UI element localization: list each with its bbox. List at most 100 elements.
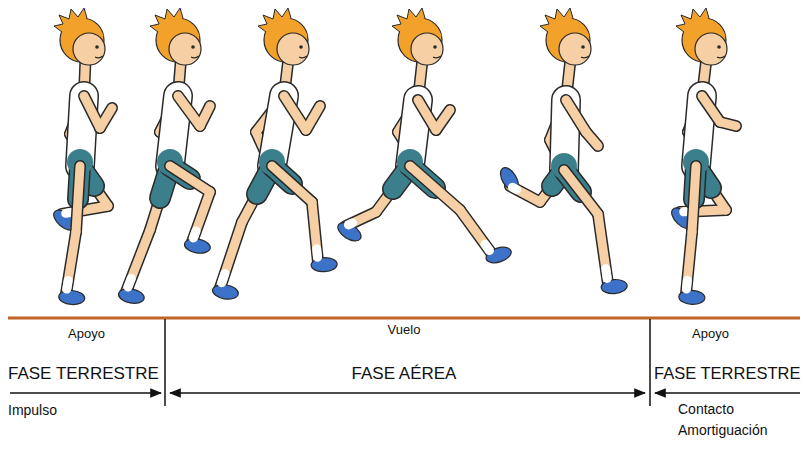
phase-title: FASE AÉREA	[352, 364, 457, 384]
hair	[410, 23, 442, 36]
leg	[272, 166, 312, 202]
leg	[170, 166, 210, 192]
leg	[220, 222, 242, 288]
shoe	[484, 244, 513, 265]
ground-line	[8, 317, 800, 320]
mouth	[95, 56, 103, 58]
arm	[84, 96, 100, 128]
face	[277, 33, 309, 65]
arm	[178, 96, 200, 126]
leg	[312, 202, 318, 262]
leg	[680, 210, 726, 212]
sock	[193, 231, 196, 238]
sock	[312, 249, 322, 257]
arm	[702, 96, 720, 122]
arm	[566, 100, 586, 132]
arm	[100, 108, 112, 128]
eye	[717, 45, 721, 49]
runner	[668, 8, 736, 305]
leg	[564, 170, 598, 214]
leg	[220, 222, 242, 288]
phase-note: Contacto	[678, 401, 734, 418]
sock	[348, 223, 352, 225]
arm	[720, 122, 736, 126]
leg	[686, 232, 692, 294]
leg	[76, 166, 80, 232]
arm	[418, 100, 436, 130]
hair	[168, 23, 200, 36]
phase-divider	[164, 319, 166, 406]
face	[73, 33, 105, 65]
hair	[276, 23, 308, 36]
leg	[598, 214, 608, 284]
mouth	[717, 56, 725, 58]
eye	[299, 45, 303, 49]
sock	[485, 244, 489, 250]
shoe	[335, 219, 364, 245]
runner	[335, 8, 513, 266]
arm	[702, 96, 720, 122]
runner	[50, 8, 112, 305]
arm	[586, 132, 598, 146]
leg	[66, 232, 76, 294]
hair	[558, 23, 590, 36]
leg	[272, 166, 312, 202]
shoe	[211, 283, 239, 301]
arm	[100, 108, 112, 128]
phase-label: Apoyo	[68, 326, 105, 342]
leg	[460, 210, 492, 254]
phase-arrow	[170, 392, 645, 394]
arm	[178, 96, 200, 126]
arm	[720, 122, 736, 126]
leg	[460, 210, 492, 254]
arm	[200, 106, 210, 126]
mouth	[191, 56, 199, 58]
phase-divider	[649, 319, 651, 406]
arm	[306, 106, 320, 130]
leg	[126, 230, 150, 292]
eye	[581, 45, 585, 49]
phase-note: Amortiguación	[678, 422, 768, 439]
hair	[72, 23, 104, 36]
leg	[170, 166, 210, 192]
arm	[436, 110, 450, 130]
runner	[211, 8, 337, 301]
leg	[346, 212, 376, 226]
sock	[222, 273, 225, 282]
leg	[192, 192, 210, 242]
arm	[284, 96, 306, 130]
leg	[410, 166, 460, 210]
face	[411, 33, 443, 65]
runner	[497, 8, 628, 294]
eye	[191, 45, 195, 49]
arm	[418, 100, 436, 130]
sock	[606, 269, 607, 279]
arm	[306, 106, 320, 130]
phase-title: FASE TERRESTRE	[654, 364, 800, 384]
sock	[512, 187, 516, 189]
leg	[680, 210, 726, 212]
face	[169, 33, 201, 65]
leg	[564, 170, 598, 214]
mouth	[299, 56, 307, 58]
phase-label: Vuelo	[388, 322, 421, 338]
arm	[200, 106, 210, 126]
leg	[192, 192, 210, 242]
eye	[95, 45, 99, 49]
hair	[694, 23, 726, 36]
face	[695, 33, 727, 65]
leg	[510, 186, 540, 202]
arm	[284, 96, 306, 130]
arm	[436, 110, 450, 130]
mouth	[581, 56, 589, 58]
phase-note: Impulso	[8, 402, 57, 419]
phase-arrow	[10, 392, 161, 394]
leg	[346, 212, 376, 226]
phase-label: Apoyo	[692, 326, 729, 342]
arm	[566, 100, 586, 132]
arm	[84, 96, 100, 128]
leg	[76, 166, 80, 232]
leg	[410, 166, 460, 210]
arm	[586, 132, 598, 146]
